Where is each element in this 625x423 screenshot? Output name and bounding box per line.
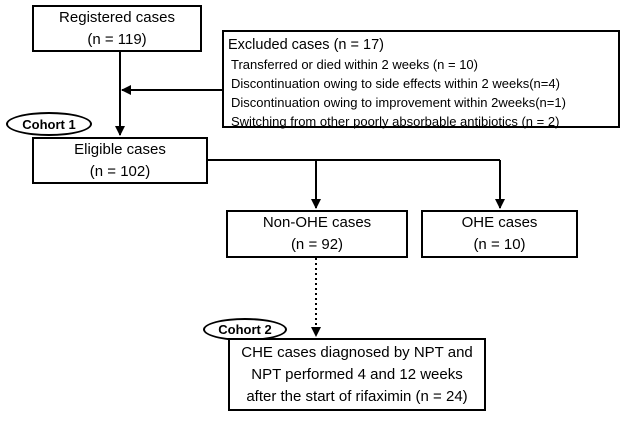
non-ohe-cases-box: Non-OHE cases (n = 92) [226, 210, 408, 258]
ohe-cases-box: OHE cases (n = 10) [421, 210, 578, 258]
excluded-item: Discontinuation owing to side effects wi… [231, 76, 560, 91]
che-line-3: after the start of rifaximin (n = 24) [246, 387, 468, 405]
registered-cases-box: Registered cases (n = 119) [32, 5, 202, 52]
che-line-1: CHE cases diagnosed by NPT and [241, 343, 473, 361]
eligible-cases-box: Eligible cases (n = 102) [32, 137, 208, 184]
eligible-count: (n = 102) [89, 162, 151, 180]
cohort-2-label: Cohort 2 [203, 318, 287, 341]
eligible-label: Eligible cases [74, 140, 166, 158]
excluded-title: Excluded cases (n = 17) [228, 37, 384, 53]
che-cases-box: CHE cases diagnosed by NPT and NPT perfo… [228, 338, 486, 411]
excluded-item: Discontinuation owing to improvement wit… [231, 95, 566, 110]
cohort-1-label: Cohort 1 [6, 112, 92, 136]
excluded-cases-box: Excluded cases (n = 17) Transferred or d… [222, 30, 620, 129]
registered-label: Registered cases [59, 8, 175, 26]
ohe-label: OHE cases [461, 214, 538, 231]
excluded-item: Transferred or died within 2 weeks (n = … [231, 57, 478, 72]
che-line-2: NPT performed 4 and 12 weeks [251, 365, 463, 383]
registered-count: (n = 119) [87, 30, 147, 48]
non-ohe-label: Non-OHE cases [262, 214, 372, 231]
ohe-count: (n = 10) [473, 236, 526, 253]
non-ohe-count: (n = 92) [290, 236, 344, 253]
excluded-item: Switching from other poorly absorbable a… [231, 114, 560, 129]
